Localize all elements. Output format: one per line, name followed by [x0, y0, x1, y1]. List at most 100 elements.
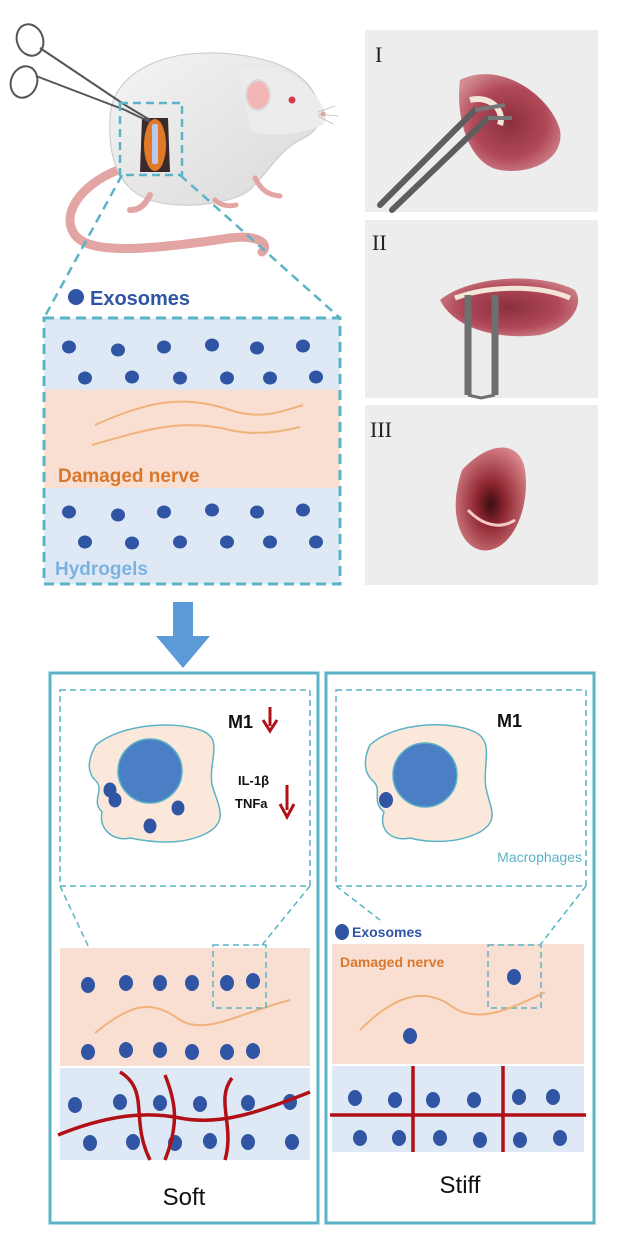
exosome-dot — [392, 1130, 406, 1146]
exosome-dot — [250, 341, 264, 355]
exosome-dot — [62, 505, 76, 519]
photo-panel-3: III — [365, 405, 598, 585]
exosome-dot — [62, 340, 76, 354]
exosome-dot — [81, 1044, 95, 1060]
exosome-dot — [296, 339, 310, 353]
exosome-dot — [173, 535, 187, 549]
exosome-dot — [119, 975, 133, 991]
exosome-dot — [185, 975, 199, 991]
hydrogel-layer-bottom — [44, 488, 340, 584]
exosome-dot — [205, 503, 219, 517]
stiff-cell-exosome — [379, 792, 393, 808]
exosome-dot — [220, 535, 234, 549]
stiff-hydrogel-layer — [332, 1066, 584, 1152]
exosome-dot — [263, 371, 277, 385]
exosome-dot — [241, 1134, 255, 1150]
hydrogel-layer-top — [44, 318, 340, 390]
soft-zoom-line-right — [261, 885, 311, 946]
soft-panel: M1 IL-1β TNFa Soft — [48, 671, 320, 1225]
stiff-nerve-label: Damaged nerve — [340, 954, 444, 970]
stiff-zoom-line-right — [539, 885, 587, 946]
exosome-dot — [241, 1095, 255, 1111]
soft-nerve-fiber — [94, 999, 291, 1034]
exosome-dot — [126, 1134, 140, 1150]
exosome-dot — [220, 1044, 234, 1060]
stiff-zoomed-exosome — [507, 969, 521, 985]
top-zoom-frame — [42, 316, 342, 586]
exosome-dot — [173, 371, 187, 385]
exosome-dot — [433, 1130, 447, 1146]
exosome-dot — [388, 1092, 402, 1108]
exosome-dot — [220, 371, 234, 385]
exosome-dot — [467, 1092, 481, 1108]
nerve-layer — [44, 390, 340, 488]
zoom-source-box — [118, 101, 184, 177]
legend-exosome-dot — [68, 289, 84, 305]
exosome-dot — [153, 1095, 167, 1111]
exosome-dot — [157, 340, 171, 354]
soft-nerve-layer — [60, 948, 310, 1066]
exosome-dot — [309, 370, 323, 384]
top-zoom-panel: Exosomes Damaged nerve Hydrogels — [42, 288, 342, 586]
scissors-icon — [9, 23, 151, 123]
soft-hydrogel-network — [57, 1070, 311, 1161]
exosome-dot — [246, 973, 260, 989]
exosome-dot — [119, 1042, 133, 1058]
exosome-dot — [111, 508, 125, 522]
down-arrow-icon — [156, 602, 210, 668]
photo-label-2: II — [372, 230, 387, 255]
stiff-nerve-fiber — [359, 991, 546, 1031]
photo-label-1: I — [375, 42, 382, 67]
soft-tnfa-label: TNFa — [235, 796, 268, 811]
exosome-dot — [125, 536, 139, 550]
exosome-dot — [250, 505, 264, 519]
zoom-line-left — [42, 174, 124, 319]
exosome-dot — [78, 535, 92, 549]
exosome-dot — [113, 1094, 127, 1110]
photo-panel-2: II — [365, 220, 598, 400]
exosome-dot — [153, 975, 167, 991]
exosome-dot — [296, 503, 310, 517]
exosome-dot — [426, 1092, 440, 1108]
exosome-dot — [125, 370, 139, 384]
soft-hydrogel-layer — [60, 1068, 310, 1160]
exosome-dot — [309, 535, 323, 549]
exosome-dot — [143, 818, 157, 834]
stiff-small-zoom-box — [487, 944, 542, 1009]
damaged-nerve-label: Damaged nerve — [58, 466, 200, 487]
stiff-legend-exosome-dot — [335, 924, 349, 940]
nerve-fiber-2 — [91, 424, 301, 446]
stiff-legend-exosomes: Exosomes — [352, 924, 422, 940]
photo-panel-1: I — [365, 30, 598, 213]
exosome-dot — [81, 977, 95, 993]
exosome-dot — [68, 1097, 82, 1113]
soft-cell-nucleus — [117, 738, 183, 804]
soft-zoom-box — [59, 689, 311, 887]
hydrogels-label: Hydrogels — [55, 559, 148, 580]
stiff-panel-frame — [324, 671, 596, 1225]
exosome-dot — [153, 1042, 167, 1058]
exosome-dot — [546, 1089, 560, 1105]
stiff-panel: M1 Macrophages Exosomes Damaged nerve St… — [324, 671, 596, 1225]
exosome-dot — [513, 1132, 527, 1148]
exosome-dot — [108, 792, 122, 808]
exosome-dot — [353, 1130, 367, 1146]
exosome-dot — [157, 505, 171, 519]
exosome-dot — [220, 975, 234, 991]
stiff-nerve-layer — [332, 944, 584, 1064]
soft-zoom-line-left — [59, 885, 91, 951]
exosome-dot — [185, 1044, 199, 1060]
soft-m1-label: M1 — [228, 712, 253, 732]
exosome-dot — [83, 1135, 97, 1151]
exosome-dot — [553, 1130, 567, 1146]
soft-panel-frame — [48, 671, 320, 1225]
macrophages-label: Macrophages — [497, 849, 582, 865]
exosome-dot — [348, 1090, 362, 1106]
legend-exosomes-label: Exosomes — [90, 288, 190, 310]
exosome-dot — [473, 1132, 487, 1148]
stiff-zoom-line-left — [335, 885, 381, 921]
exosome-dot — [171, 800, 185, 816]
nerve-fiber-1 — [94, 400, 304, 426]
exosome-dot — [111, 343, 125, 357]
